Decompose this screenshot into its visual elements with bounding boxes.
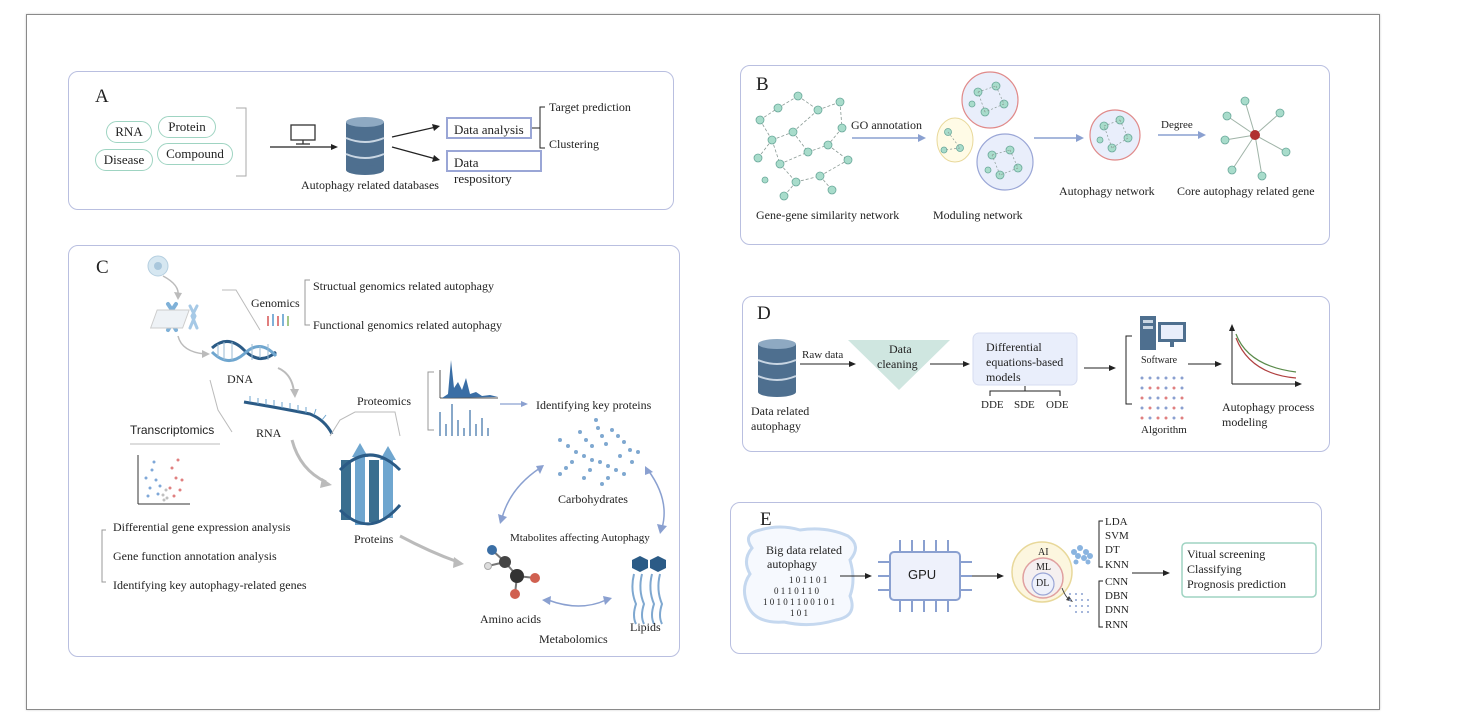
modeling-2: modeling: [1222, 415, 1268, 429]
ai-label: AI: [1038, 547, 1049, 558]
proteomics-label: Proteomics: [357, 394, 411, 408]
dl-rnn: RNN: [1105, 619, 1129, 631]
raw-data-label: Raw data: [802, 349, 844, 361]
proteins-label: Proteins: [354, 532, 394, 546]
database-icon: [345, 117, 385, 175]
transcript-item-1: Differential gene expression analysis: [113, 520, 291, 534]
pill-disease: Disease: [95, 149, 153, 171]
gpu-chip-icon: [878, 540, 972, 612]
algorithm-label: Algorithm: [1141, 424, 1187, 436]
ml-lda: LDA: [1105, 516, 1128, 528]
structural-genomics: Structual genomics related autophagy: [313, 279, 494, 293]
transcript-item-3: Identifying key autophagy-related genes: [113, 578, 307, 592]
bigdata-1: Big data related: [766, 543, 842, 557]
functional-genomics: Functional genomics related autophagy: [313, 318, 502, 332]
pill-rna: RNA: [106, 121, 152, 143]
amino-acids-label: Amino acids: [480, 612, 541, 626]
dl-dnn: DNN: [1105, 604, 1129, 616]
ml-svm: SVM: [1105, 530, 1129, 542]
panel-d-letter: D: [757, 303, 771, 324]
dl-label: DL: [1036, 578, 1050, 589]
gpu-label: GPU: [908, 567, 937, 582]
data-analysis-box: Data analysis: [446, 117, 532, 139]
rna-label: RNA: [256, 426, 282, 440]
caption-core-gene: Core autophagy related gene: [1177, 184, 1315, 198]
models-line3: models: [986, 370, 1021, 384]
transcriptomics-label: Transcriptomics: [130, 423, 215, 437]
transcript-item-2: Gene function annotation analysis: [113, 549, 277, 563]
output-1: Vitual screening: [1187, 547, 1266, 561]
db-caption-1: Data related: [751, 404, 810, 418]
dna-label: DNA: [227, 372, 253, 386]
ml-label: ML: [1036, 562, 1051, 573]
database-icon: [757, 339, 797, 397]
output-2: Classifying: [1187, 562, 1242, 576]
binary-3: 1 0 1 0 1 1 0 0 1 0 1: [763, 597, 835, 607]
caption-moduling-network: Moduling network: [933, 208, 1023, 222]
key-proteins: Identifying key proteins: [536, 398, 652, 412]
dl-dbn: DBN: [1105, 590, 1129, 602]
target-prediction: Target prediction: [549, 100, 631, 114]
lipids-label: Lipids: [630, 620, 661, 634]
clustering: Clustering: [549, 137, 599, 151]
dl-cnn: CNN: [1105, 576, 1129, 588]
eq-sde: SDE: [1014, 399, 1035, 411]
eq-ode: ODE: [1046, 399, 1069, 411]
data-repository-box: Data respository: [446, 150, 542, 186]
binary-2: 0 1 1 0 1 1 0: [774, 586, 819, 596]
software-label: Software: [1141, 355, 1178, 366]
ml-dt: DT: [1105, 544, 1120, 556]
carbohydrates-label: Carbohydrates: [558, 492, 628, 506]
pill-protein: Protein: [158, 116, 216, 138]
panel-b: [740, 65, 1330, 245]
binary-1: 1 0 1 1 0 1: [789, 575, 828, 585]
modeling-1: Autophagy process: [1222, 400, 1315, 414]
genomics-label: Genomics: [251, 296, 300, 310]
output-3: Prognosis prediction: [1187, 577, 1286, 591]
models-line2: equations-based: [986, 355, 1064, 369]
go-annotation-label: GO annotation: [851, 118, 922, 132]
binary-4: 1 0 1: [790, 608, 808, 618]
ml-knn: KNN: [1105, 559, 1129, 571]
panel-a-letter: A: [95, 86, 109, 107]
bigdata-2: autophagy: [767, 557, 817, 571]
caption-autophagy-network: Autophagy network: [1059, 184, 1155, 198]
cleaning-line1: Data: [889, 342, 912, 356]
caption-gene-network: Gene-gene similarity network: [756, 208, 900, 222]
models-line1: Differential: [986, 340, 1042, 354]
cleaning-line2: cleaning: [877, 357, 918, 371]
pill-compound: Compound: [157, 143, 233, 165]
panel-c-letter: C: [96, 257, 109, 278]
panel-e-letter: E: [760, 509, 772, 530]
computer-icon: [1140, 316, 1186, 350]
db-caption-2: autophagy: [751, 419, 801, 433]
metabolites-label: Mtabolites affecting Autophagy: [510, 532, 650, 544]
eq-dde: DDE: [981, 399, 1004, 411]
db-label: Autophagy related databases: [301, 178, 439, 192]
panel-b-letter: B: [756, 74, 769, 95]
degree-label: Degree: [1161, 119, 1193, 131]
metabolomics-label: Metabolomics: [539, 632, 608, 646]
